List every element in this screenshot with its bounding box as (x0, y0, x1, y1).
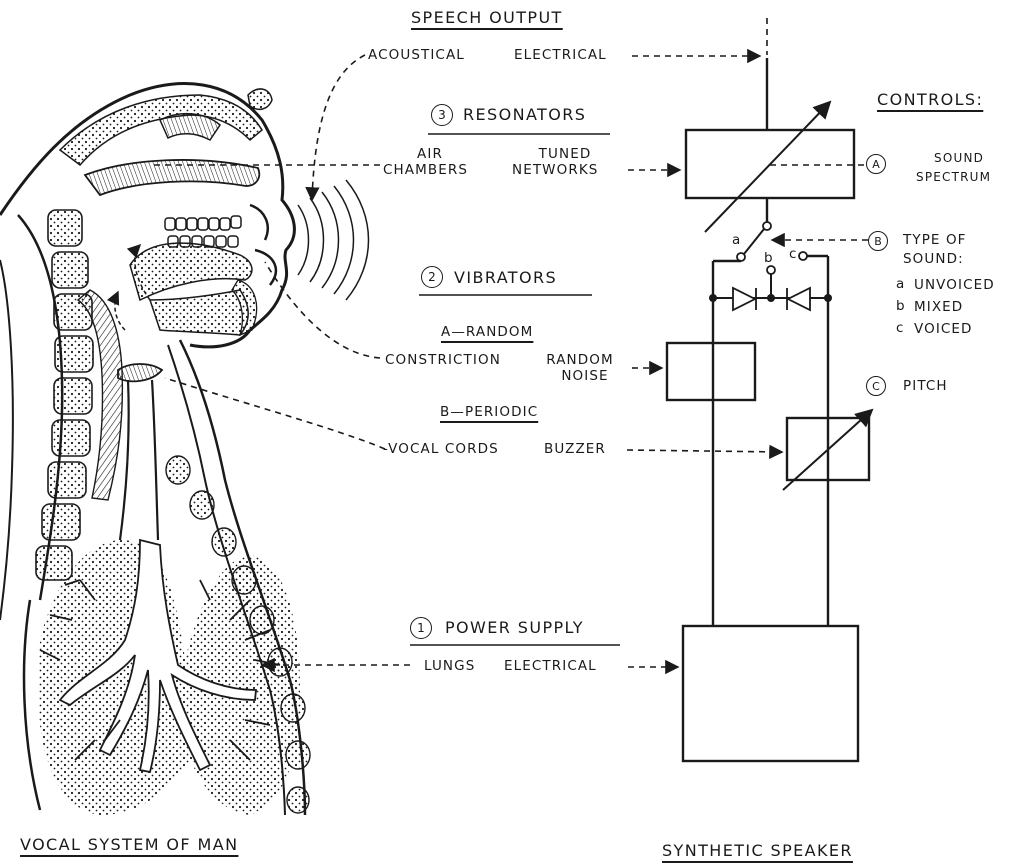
option-mixed: MIXED (914, 301, 963, 315)
jaw (150, 290, 248, 335)
spectrum-label: SPECTRUM (916, 171, 991, 183)
title-underlines (410, 134, 620, 645)
random-title: A—RANDOM (441, 326, 533, 340)
option-unvoiced: UNVOICED (914, 279, 995, 293)
random-noise-box (667, 343, 755, 400)
random-noise-label-2: NOISE (555, 370, 615, 384)
control-c-badge: C (866, 376, 886, 396)
chest-outline (24, 600, 40, 810)
footer-vocal-system: VOCAL SYSTEM OF MAN (20, 837, 238, 853)
sound-waves (298, 180, 369, 300)
trachea (120, 380, 158, 540)
spine (0, 210, 93, 620)
option-voiced: VOICED (914, 323, 973, 337)
acoustical-label: ACOUSTICAL (368, 49, 465, 63)
airflow-arrow-2 (115, 292, 125, 330)
synthetic-speaker-schematic (667, 58, 869, 761)
power-number-badge: 1 (410, 617, 432, 639)
resonators-number-badge: 3 (431, 104, 453, 126)
periodic-title: B—PERIODIC (440, 406, 538, 420)
air-label: AIR (395, 148, 465, 162)
sound-label: SOUND (934, 152, 984, 164)
larynx (118, 364, 162, 381)
vibrators-title: VIBRATORS (454, 270, 557, 286)
networks-label: NETWORKS (512, 164, 598, 178)
vibrators-number-badge: 2 (421, 266, 443, 288)
lips (250, 205, 276, 285)
control-b-badge: B (868, 231, 888, 251)
footer-synthetic-speaker: SYNTHETIC SPEAKER (662, 843, 853, 859)
switch-b-label: b (764, 252, 774, 266)
resonators-title: RESONATORS (463, 107, 586, 123)
tuned-label: TUNED (510, 148, 620, 162)
option-b-letter: b (896, 300, 906, 314)
control-a-badge: A (866, 154, 886, 174)
switch-a-label: a (732, 234, 741, 248)
buzzer-label: BUZZER (544, 443, 606, 457)
vocal-cords-label: -VOCAL CORDS (383, 443, 499, 457)
controls-title: CONTROLS: (877, 92, 983, 108)
pitch-label: PITCH (903, 380, 948, 394)
top-bone (248, 89, 272, 109)
switch-c-label: c (789, 248, 798, 262)
lungs (38, 540, 300, 815)
random-noise-label-1: RANDOM (538, 354, 622, 368)
power-supply-box (683, 626, 858, 761)
type-of-label: TYPE OF (903, 234, 967, 248)
chambers-label: CHAMBERS (383, 164, 468, 178)
variable-arrows (705, 102, 872, 490)
power-supply-title: POWER SUPPLY (445, 620, 584, 636)
option-c-letter: c (896, 322, 905, 336)
electrical-power-label: ELECTRICAL (504, 660, 597, 674)
electrical-top-label: ELECTRICAL (514, 49, 607, 63)
option-a-letter: a (896, 278, 905, 292)
sound-colon-label: SOUND: (903, 253, 964, 267)
skull-bone (60, 95, 262, 165)
speech-output-title: SPEECH OUTPUT (411, 10, 563, 26)
teeth (165, 216, 241, 247)
constriction-label: CONSTRICTION (385, 354, 501, 368)
lungs-label: LUNGS (424, 660, 475, 674)
